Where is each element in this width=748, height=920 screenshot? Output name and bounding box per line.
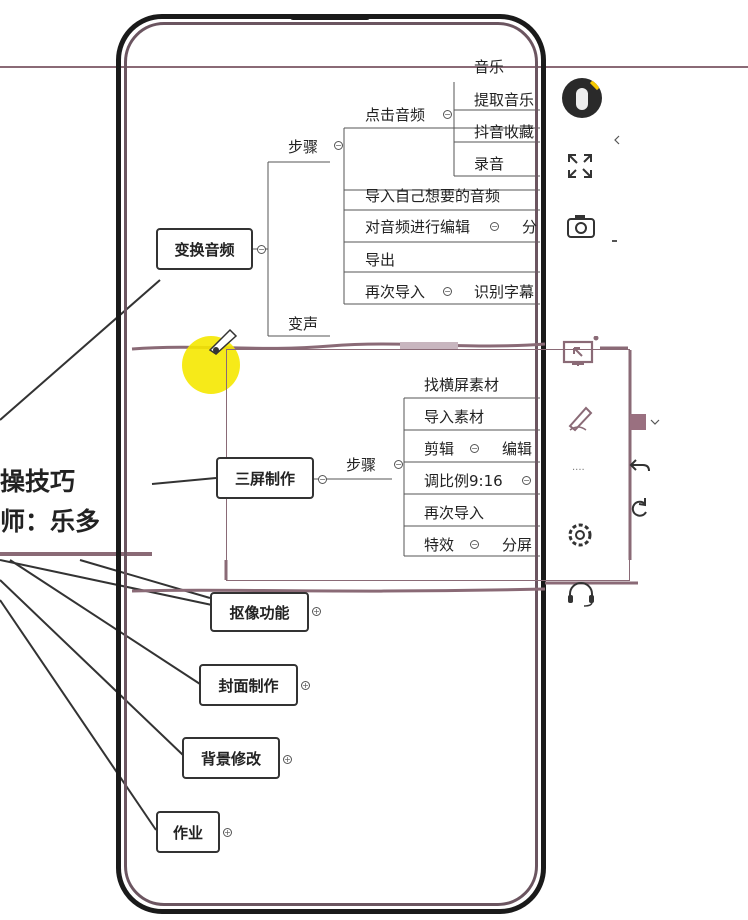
fullscreen-icon[interactable] [566,152,594,180]
collapse-icon[interactable]: − [443,287,452,296]
node-extract-music[interactable]: 提取音乐 [474,91,535,109]
collapse-icon[interactable]: − [318,475,327,484]
node-music[interactable]: 音乐 [474,58,505,76]
headset-icon[interactable] [566,580,596,608]
node-edit-audio-child[interactable]: 分 [522,218,538,236]
node-voice-change[interactable]: 变声 [288,315,319,333]
collapse-icon[interactable]: − [470,540,479,549]
phone-notch [290,14,370,20]
chevron-down-icon[interactable] [650,418,660,426]
node-triple-steps[interactable]: 步骤 [346,456,377,474]
divider-line [0,66,748,68]
node-homework[interactable]: 作业 [156,811,220,853]
redo-icon[interactable] [628,496,650,520]
node-cut[interactable]: 剪辑 [424,440,455,458]
toolbar-dash [612,240,617,242]
pen-icon[interactable] [566,402,596,432]
phone-screen-border [124,22,538,906]
node-cutout[interactable]: 抠像功能 [210,592,309,632]
node-triple-reimport[interactable]: 再次导入 [424,504,485,522]
node-douyin-favorites[interactable]: 抖音收藏 [474,123,535,141]
collapse-icon[interactable]: − [443,110,452,119]
node-ratio[interactable]: 调比例9:16 [424,472,503,490]
node-export[interactable]: 导出 [365,251,396,269]
node-click-audio[interactable]: 点击音频 [365,106,426,124]
node-import-own-audio[interactable]: 导入自己想要的音频 [365,187,501,205]
cursor-highlight [182,336,240,394]
expand-icon[interactable]: + [301,681,310,690]
node-cover[interactable]: 封面制作 [199,664,298,706]
toolbar-ellipsis: .... [572,462,585,473]
node-split-screen[interactable]: 分屏 [502,536,533,554]
node-import-material[interactable]: 导入素材 [424,408,485,426]
node-recognize-subtitles[interactable]: 识别字幕 [474,283,535,301]
node-edit-audio[interactable]: 对音频进行编辑 [365,218,471,236]
undo-icon[interactable] [628,456,652,476]
expand-icon[interactable]: + [223,828,232,837]
collapse-icon[interactable]: − [522,476,531,485]
node-reimport[interactable]: 再次导入 [365,283,426,301]
collapse-icon[interactable]: − [334,141,343,150]
expand-icon[interactable]: + [312,607,321,616]
collapse-icon[interactable]: − [394,460,403,469]
collapse-icon[interactable]: − [257,245,266,254]
mindmap-root-title-line1: 操技巧 [0,467,76,496]
mindmap-root-title-line2: 师：乐多 [0,507,101,536]
node-effects[interactable]: 特效 [424,536,455,554]
avatar[interactable] [562,78,602,118]
collapse-arrow-icon[interactable] [612,134,622,146]
node-background[interactable]: 背景修改 [182,737,280,779]
screen-share-icon[interactable] [562,336,602,370]
pen-cursor-icon [208,328,238,355]
node-cut-child[interactable]: 编辑 [502,440,533,458]
title-underline [0,552,152,556]
settings-icon[interactable] [565,520,595,550]
node-record[interactable]: 录音 [474,155,505,173]
collapse-icon[interactable]: − [470,444,479,453]
expand-icon[interactable]: + [283,755,292,764]
node-find-landscape[interactable]: 找横屏素材 [424,376,500,394]
node-triple-root[interactable]: 三屏制作 [216,457,314,499]
camera-icon[interactable] [566,212,596,240]
collapse-icon[interactable]: − [490,222,499,231]
color-swatch[interactable] [630,414,646,430]
node-audio-steps[interactable]: 步骤 [288,138,319,156]
node-audio-root[interactable]: 变换音频 [156,228,253,270]
